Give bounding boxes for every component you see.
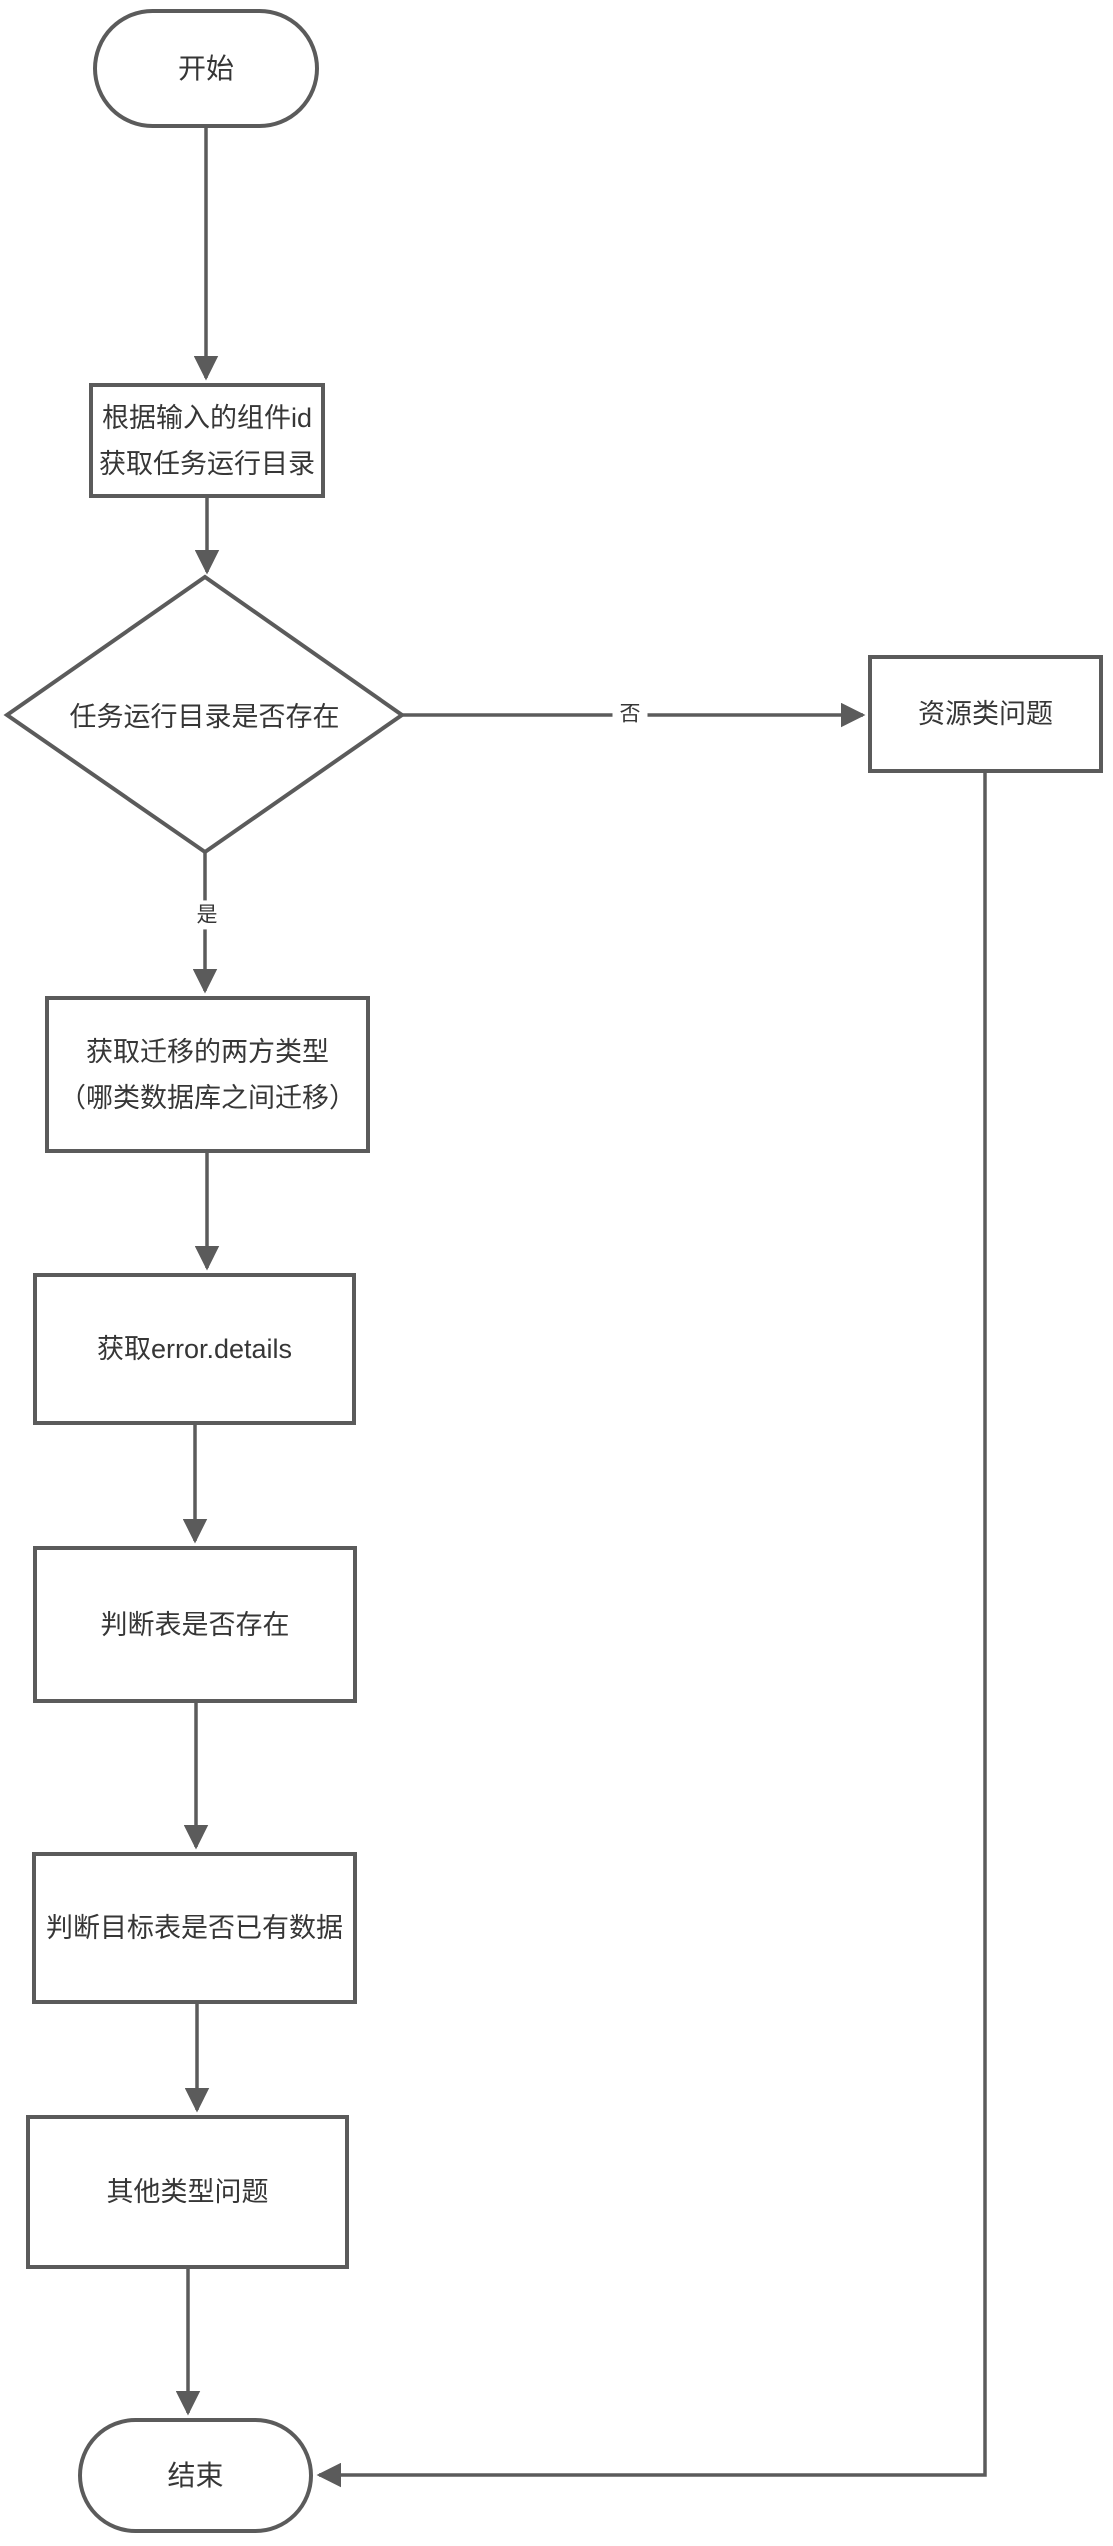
node-get-migration-types: 获取迁移的两方类型 （哪类数据库之间迁移） [45,996,370,1153]
node-get-run-dir-label-line1: 根据输入的组件id [101,402,312,433]
node-end-label: 结束 [167,2459,224,2491]
node-get-migration-types-label-line1: 获取迁移的两方类型 [86,1036,329,1067]
node-get-migration-types-label-line2: （哪类数据库之间迁移） [59,1082,356,1113]
edge-label-no: 否 [612,699,648,729]
node-check-table-exists: 判断表是否存在 [33,1546,357,1703]
node-end: 结束 [78,2418,313,2533]
node-start-label: 开始 [177,52,234,84]
node-get-run-dir-label-line2: 获取任务运行目录 [99,448,315,479]
node-get-error-details-label: 获取error.details [96,1334,293,1364]
edge-resource-issue-to-end [316,773,987,2488]
node-check-target-table-data: 判断目标表是否已有数据 [32,1852,357,2004]
decision-diamond-shape [3,574,406,855]
node-dir-exists-label: 任务运行目录是否存在 [69,702,340,732]
node-check-table-exists-label: 判断表是否存在 [100,1609,290,1640]
node-get-run-dir: 根据输入的组件id 获取任务运行目录 [89,383,325,498]
node-get-error-details: 获取error.details [33,1273,356,1425]
node-other-type-issue: 其他类型问题 [26,2115,349,2269]
node-resource-issue: 资源类问题 [868,655,1103,773]
node-other-type-issue-label: 其他类型问题 [106,2177,269,2207]
edge-label-yes: 是 [189,900,225,930]
node-dir-exists: 任务运行目录是否存在 [7,577,402,852]
node-resource-issue-label: 资源类问题 [918,699,1053,729]
node-start: 开始 [93,9,319,128]
node-check-target-table-data-label: 判断目标表是否已有数据 [46,1913,343,1943]
